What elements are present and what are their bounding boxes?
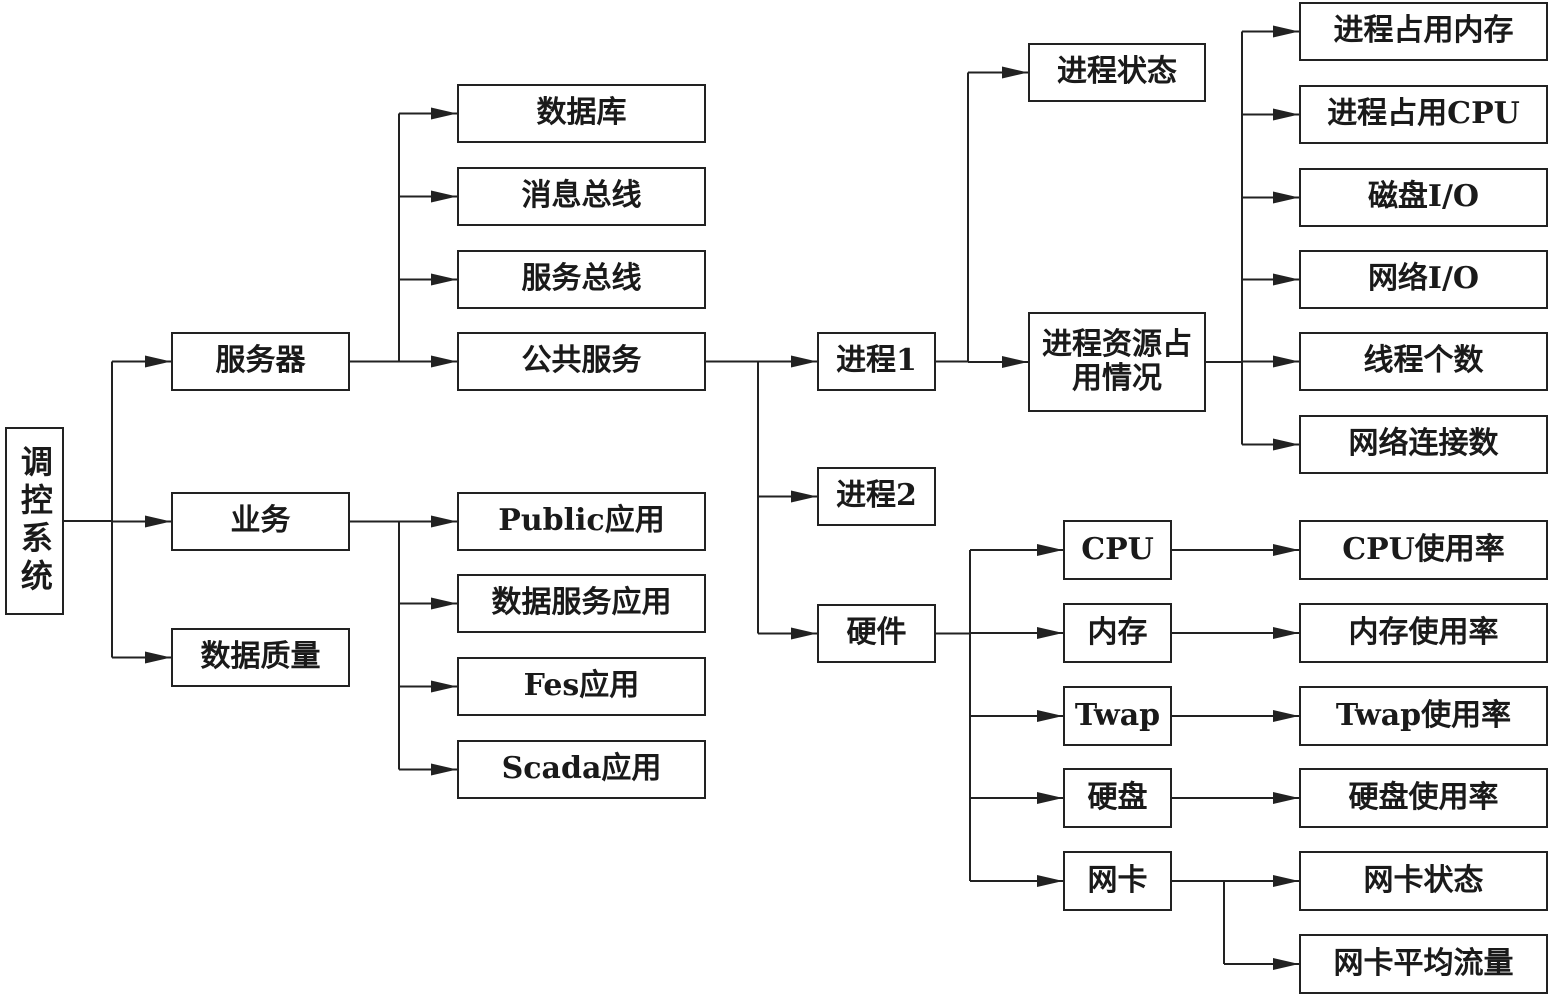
arrowhead-icon bbox=[431, 273, 457, 286]
arrowhead-icon bbox=[1002, 356, 1028, 368]
node-network-io: 网络I/O bbox=[1299, 250, 1548, 309]
node-data-quality: 数据质量 bbox=[171, 628, 350, 687]
arrowhead-icon bbox=[1273, 710, 1299, 722]
arrowhead-icon bbox=[1273, 792, 1299, 804]
node-fes-app: Fes应用 bbox=[457, 657, 706, 716]
arrowhead-icon bbox=[1273, 627, 1299, 639]
node-service-bus: 服务总线 bbox=[457, 250, 706, 309]
node-cpu: CPU bbox=[1063, 520, 1172, 580]
node-server: 服务器 bbox=[171, 332, 350, 391]
arrowhead-icon bbox=[1273, 438, 1299, 451]
arrowhead-icon bbox=[1273, 108, 1299, 121]
arrowhead-icon bbox=[1037, 544, 1063, 556]
node-disk: 硬盘 bbox=[1063, 768, 1172, 828]
arrowhead-icon bbox=[1273, 544, 1299, 556]
arrowhead-icon bbox=[1037, 875, 1063, 887]
node-memory-usage: 内存使用率 bbox=[1299, 603, 1548, 663]
arrowhead-icon bbox=[431, 107, 457, 120]
node-process-state: 进程状态 bbox=[1028, 43, 1206, 102]
node-disk-io: 磁盘I/O bbox=[1299, 168, 1548, 227]
node-scada-app: Scada应用 bbox=[457, 740, 706, 799]
arrowhead-icon bbox=[145, 651, 171, 664]
node-disk-usage: 硬盘使用率 bbox=[1299, 768, 1548, 828]
arrowhead-icon bbox=[791, 355, 817, 368]
node-public-service: 公共服务 bbox=[457, 332, 706, 391]
arrowhead-icon bbox=[431, 763, 457, 776]
arrowhead-icon bbox=[431, 680, 457, 693]
arrowhead-icon bbox=[145, 515, 171, 528]
node-memory: 内存 bbox=[1063, 603, 1172, 663]
node-cpu-usage: CPU使用率 bbox=[1299, 520, 1548, 580]
node-business: 业务 bbox=[171, 492, 350, 551]
arrowhead-icon bbox=[431, 597, 457, 610]
arrowhead-icon bbox=[1037, 792, 1063, 804]
node-twap: Twap bbox=[1063, 686, 1172, 746]
arrowhead-icon bbox=[1037, 710, 1063, 722]
arrowhead-icon bbox=[791, 490, 817, 503]
arrowhead-icon bbox=[431, 515, 457, 528]
arrowhead-icon bbox=[1002, 66, 1028, 79]
arrowhead-icon bbox=[1273, 355, 1299, 368]
node-nic: 网卡 bbox=[1063, 851, 1172, 911]
node-data-service-app: 数据服务应用 bbox=[457, 574, 706, 633]
arrowhead-icon bbox=[431, 190, 457, 203]
node-public-app: Public应用 bbox=[457, 492, 706, 551]
arrowhead-icon bbox=[145, 355, 171, 368]
node-nic-avg-traffic: 网卡平均流量 bbox=[1299, 934, 1548, 994]
arrowhead-icon bbox=[431, 355, 457, 368]
arrowhead-icon bbox=[1273, 25, 1299, 38]
node-message-bus: 消息总线 bbox=[457, 167, 706, 226]
arrowhead-icon bbox=[1273, 273, 1299, 286]
node-thread-count: 线程个数 bbox=[1299, 332, 1548, 391]
arrowhead-icon bbox=[1273, 875, 1299, 887]
arrowhead-icon bbox=[791, 627, 817, 640]
node-dispatch-control-system: 调控系统 bbox=[5, 427, 64, 615]
node-process-1: 进程1 bbox=[817, 332, 936, 391]
arrowhead-icon bbox=[1273, 958, 1299, 970]
node-twap-usage: Twap使用率 bbox=[1299, 686, 1548, 746]
node-process-2: 进程2 bbox=[817, 467, 936, 526]
node-process-memory: 进程占用内存 bbox=[1299, 2, 1548, 61]
node-database: 数据库 bbox=[457, 84, 706, 143]
node-process-cpu: 进程占用CPU bbox=[1299, 85, 1548, 144]
node-hardware: 硬件 bbox=[817, 604, 936, 663]
arrowhead-icon bbox=[1037, 627, 1063, 639]
node-network-connections: 网络连接数 bbox=[1299, 415, 1548, 474]
node-process-resource-usage: 进程资源占用情况 bbox=[1028, 312, 1206, 412]
node-nic-state: 网卡状态 bbox=[1299, 851, 1548, 911]
arrowhead-icon bbox=[1273, 191, 1299, 204]
